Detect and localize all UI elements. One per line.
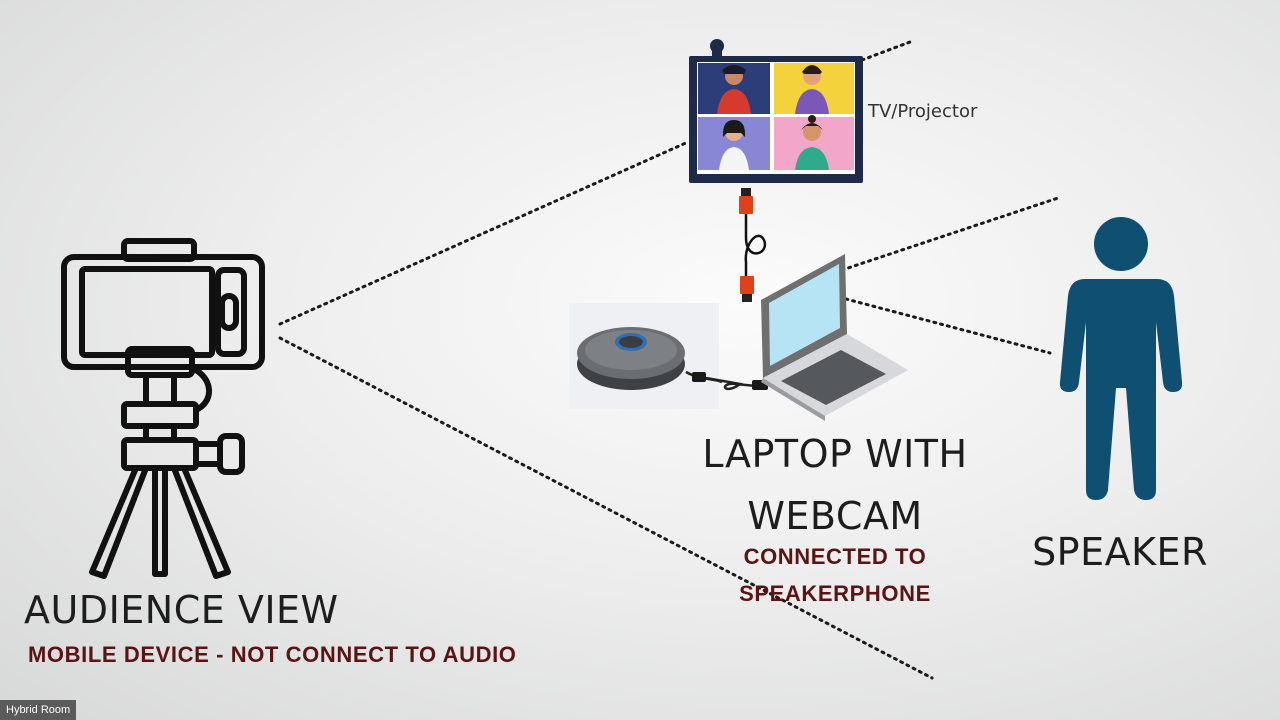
hdmi-cable-icon <box>739 188 767 302</box>
tv-projector-label: TV/Projector <box>868 101 978 122</box>
video-conference-tv-icon <box>689 39 863 183</box>
room-name-badge: Hybrid Room <box>0 700 77 720</box>
audience-view-title: AUDIENCE VIEW <box>24 588 339 632</box>
sight-lines <box>278 40 1060 680</box>
sight-line-tv-top <box>860 40 912 62</box>
laptop-icon <box>761 254 908 421</box>
speaker-label: SPEAKER <box>1032 530 1208 574</box>
sight-line-camera-tv <box>278 140 690 326</box>
laptop-title-line2: WEBCAM <box>747 494 923 538</box>
audience-view-subtitle: MOBILE DEVICE - NOT CONNECT TO AUDIO <box>28 642 517 667</box>
phone-on-tripod-icon <box>61 238 265 579</box>
speakerphone-icon <box>569 303 768 409</box>
laptop-subtitle-line1: CONNECTED TO <box>743 544 927 569</box>
laptop-title-line1: LAPTOP WITH <box>702 432 968 476</box>
sight-line-laptop-speaker <box>810 288 1052 355</box>
person-icon <box>1059 217 1183 500</box>
sight-line-laptop-top <box>840 196 1060 272</box>
laptop-subtitle-line2: SPEAKERPHONE <box>739 581 931 606</box>
